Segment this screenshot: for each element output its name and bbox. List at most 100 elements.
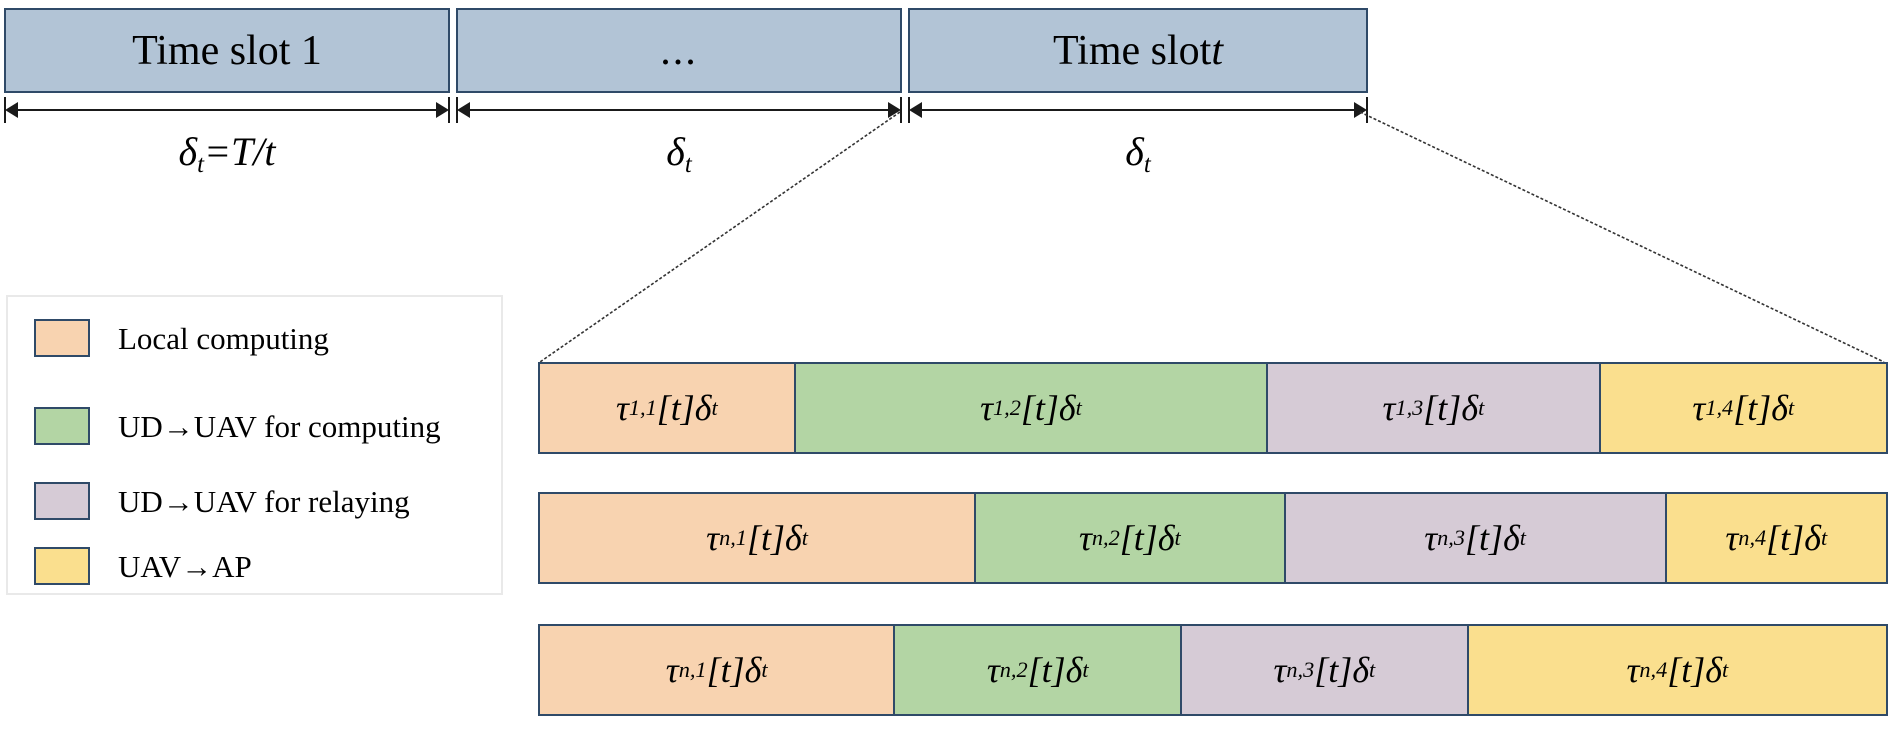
- legend-label-uav-ap: UAV→AP: [118, 548, 252, 584]
- time-slot-ellipsis-label: ...: [660, 27, 698, 74]
- legend-swatch-uav-ap: [34, 547, 90, 585]
- seg-tau: τ: [665, 650, 679, 690]
- seg-tau-sub: 1,2: [992, 395, 1021, 420]
- seg-delta-sub: t: [1075, 395, 1082, 420]
- seg-tau: τ: [1079, 518, 1092, 558]
- seg-tau-sub: n,2: [1091, 525, 1120, 550]
- seg-tau-sub: 1,3: [1395, 395, 1424, 420]
- time-slot-t-label: Time slot: [1052, 27, 1212, 74]
- seg-mid: [t]: [1733, 388, 1772, 428]
- seg-delta: δ: [1461, 388, 1479, 428]
- legend-item-ud-uav-computing[interactable]: UD→UAV for computing: [34, 407, 441, 445]
- time-slot-ellipsis: ...: [456, 8, 902, 93]
- dimension-label-2: δt: [456, 128, 902, 179]
- time-slot-1: Time slot 1: [4, 8, 450, 93]
- dim1-arrowhead-right: [436, 102, 449, 118]
- dim1-line: [12, 109, 442, 111]
- seg-tau: τ: [980, 388, 993, 428]
- legend-label-ud-uav-computing: UD→UAV for computing: [118, 408, 441, 444]
- seg-tau-sub: n,3: [1286, 657, 1315, 682]
- dim2-tick-right: [900, 97, 902, 123]
- time-slot-1-label: Time slot 1: [132, 27, 322, 74]
- dim3-line: [916, 109, 1360, 111]
- dimension-arrow-3: [908, 97, 1368, 123]
- dim1-delta: δ: [178, 129, 198, 174]
- dim1-arrowhead-left: [5, 102, 18, 118]
- legend-label-local-computing: Local computing: [118, 320, 329, 356]
- dim2-arrowhead-right: [888, 102, 901, 118]
- legend-item-uav-ap[interactable]: UAV→AP: [34, 547, 252, 585]
- seg-delta: δ: [694, 388, 712, 428]
- seg-tau: τ: [1725, 518, 1739, 558]
- dim3-delta: δ: [1125, 129, 1144, 174]
- seg-delta-sub: t: [711, 395, 718, 420]
- seg-tau: τ: [1626, 650, 1640, 690]
- seg-tau: τ: [706, 518, 720, 558]
- seg-delta: δ: [1804, 518, 1821, 558]
- seg-delta-sub: t: [761, 657, 768, 682]
- seg-tau-sub: n,1: [719, 525, 747, 550]
- seg-mid: [t]: [1314, 650, 1353, 690]
- legend-item-local-computing[interactable]: Local computing: [34, 319, 329, 357]
- seg-delta: δ: [1503, 518, 1520, 558]
- dim3-arrowhead-left: [909, 102, 922, 118]
- seg-mid: [t]: [1766, 518, 1805, 558]
- seg-delta-sub: t: [1082, 657, 1089, 682]
- seg-delta: δ: [1771, 388, 1788, 428]
- dimension-arrow-1: [4, 97, 450, 123]
- seg-tau: τ: [986, 650, 1000, 690]
- seg-delta-sub: t: [1519, 525, 1526, 550]
- seg-delta-sub: t: [1478, 395, 1485, 420]
- seg-tau-sub: n,1: [678, 657, 707, 682]
- seg-tau-sub: n,3: [1437, 525, 1466, 550]
- seg-delta-sub: t: [1787, 395, 1795, 420]
- seg-mid: [t]: [706, 650, 745, 690]
- seg-delta: δ: [1352, 650, 1370, 690]
- seg-delta: δ: [1065, 650, 1083, 690]
- seg-mid: [t]: [1119, 518, 1158, 558]
- dim2-arrowhead-left: [457, 102, 470, 118]
- dimension-label-3: δt: [908, 128, 1368, 179]
- connector-line-right: [1359, 111, 1885, 363]
- seg-tau: τ: [615, 388, 629, 428]
- dim1-rest: =T/t: [204, 129, 276, 174]
- seg-delta-sub: t: [1820, 525, 1828, 550]
- dim3-arrowhead-right: [1354, 102, 1367, 118]
- dim3-tick-right: [1366, 97, 1368, 123]
- seg-mid: [t]: [656, 388, 695, 428]
- dim1-tick-right: [448, 97, 450, 123]
- seg-delta: δ: [744, 650, 762, 690]
- legend-label-ud-uav-relaying: UD→UAV for relaying: [118, 483, 410, 519]
- seg-mid: [t]: [1667, 650, 1706, 690]
- seg-delta-sub: t: [1369, 657, 1376, 682]
- seg-mid: [t]: [1020, 388, 1059, 428]
- time-slot-t: Time slot t: [908, 8, 1368, 93]
- dim2-delta: δ: [666, 129, 685, 174]
- seg-mid: [t]: [746, 518, 785, 558]
- seg-delta: δ: [1058, 388, 1076, 428]
- seg-tau-sub: n,2: [999, 657, 1028, 682]
- legend-item-ud-uav-relaying[interactable]: UD→UAV for relaying: [34, 482, 410, 520]
- seg-delta-sub: t: [801, 525, 808, 550]
- seg-delta: δ: [784, 518, 802, 558]
- seg-tau: τ: [1382, 388, 1396, 428]
- seg-mid: [t]: [1423, 388, 1462, 428]
- dim2-line: [464, 109, 894, 111]
- seg-tau-sub: n,4: [1639, 657, 1668, 682]
- legend-swatch-ud-uav-relaying: [34, 482, 90, 520]
